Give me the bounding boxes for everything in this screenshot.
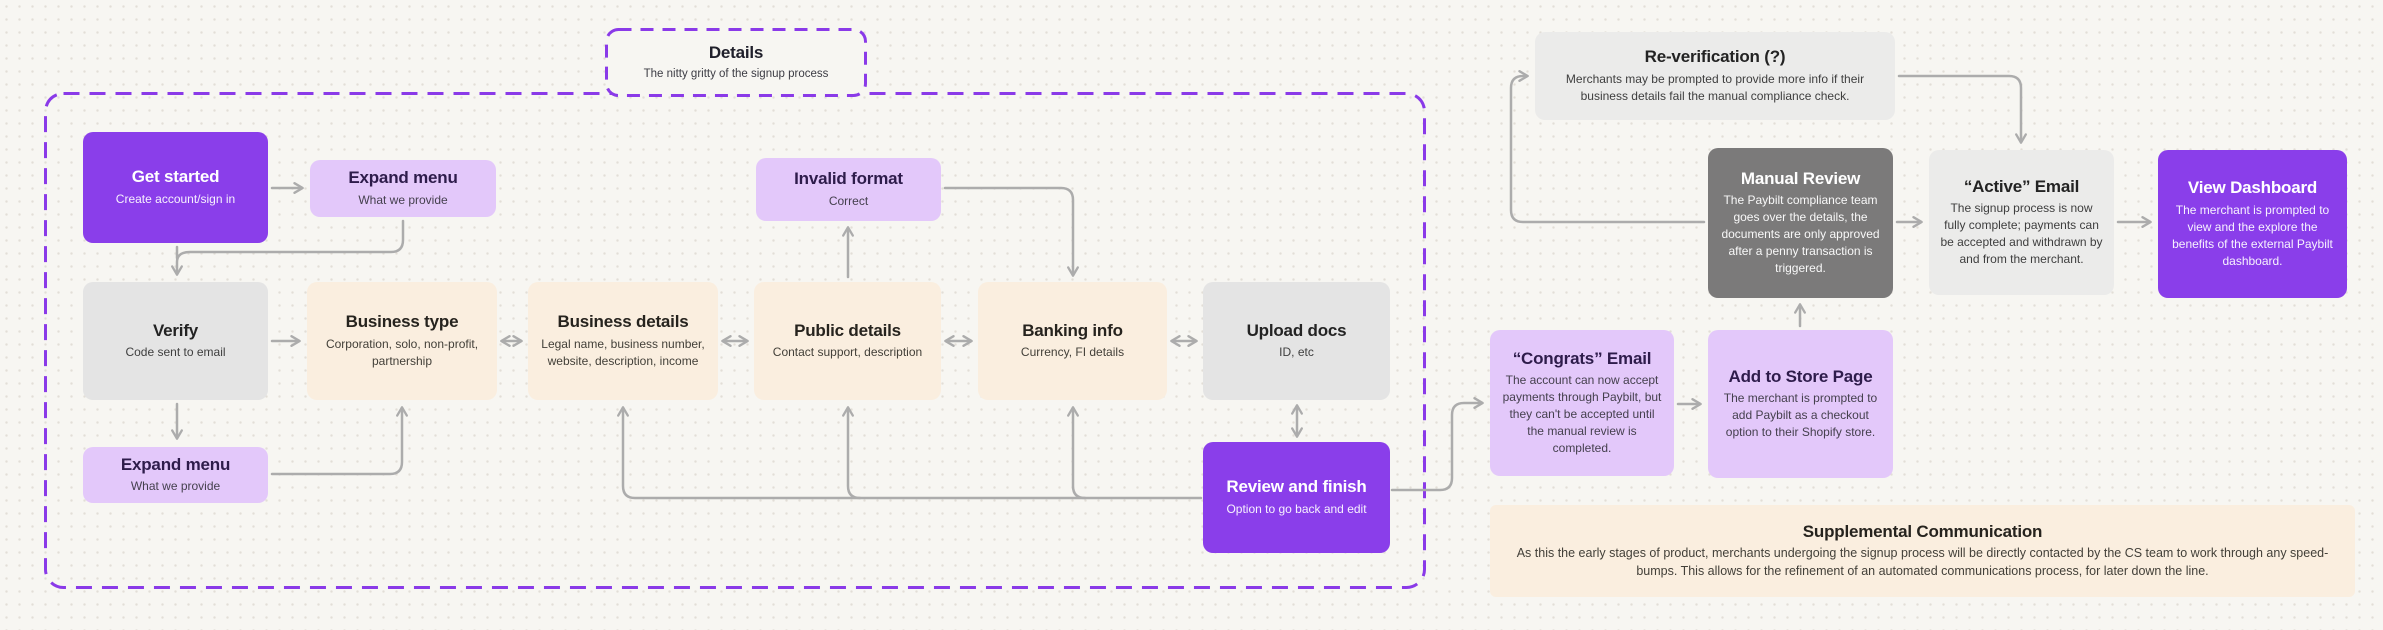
- node-subtitle: What we provide: [358, 192, 448, 207]
- details-group-label[interactable]: Details The nitty gritty of the signup p…: [605, 28, 867, 97]
- arrow-expand-menu-bottom-to-business-type: [270, 406, 408, 476]
- node-title: Invalid format: [794, 169, 903, 189]
- node-subtitle: Corporation, solo, non-profit, partnersh…: [325, 336, 479, 368]
- node-title: Verify: [152, 320, 199, 340]
- node-public-details[interactable]: Public details Contact support, descript…: [754, 282, 941, 400]
- arrow-review-goback-to-banking-info: [1067, 406, 1087, 500]
- node-title: Expand menu: [348, 168, 458, 188]
- arrow-review-goback-to-public-details: [842, 406, 862, 500]
- node-expand-menu-top[interactable]: Expand menu What we provide: [310, 160, 496, 217]
- node-subtitle: The account can now accept payments thro…: [1502, 373, 1662, 456]
- node-subtitle: Code sent to email: [125, 345, 226, 360]
- node-subtitle: Currency, FI details: [1020, 345, 1125, 360]
- details-dashed-frame: [605, 28, 867, 97]
- node-active-email[interactable]: “Active” Email The signup process is now…: [1929, 150, 2114, 295]
- node-title: Banking info: [1022, 320, 1123, 340]
- node-title: Add to Store Page: [1728, 366, 1873, 386]
- node-subtitle: Create account/sign in: [115, 191, 236, 206]
- node-title: Business type: [345, 312, 459, 332]
- node-upload-docs[interactable]: Upload docs ID, etc: [1203, 282, 1390, 400]
- arrow-review-finish-to-congrats-email: [1390, 397, 1484, 492]
- node-supplemental-communication[interactable]: Supplemental Communication As this the e…: [1490, 505, 2355, 597]
- node-congrats-email[interactable]: “Congrats” Email The account can now acc…: [1490, 330, 1674, 476]
- node-subtitle: Contact support, description: [772, 345, 923, 360]
- arrow-manual-review-to-reverification: [1509, 70, 1706, 224]
- node-title: Re-verification (?): [1644, 47, 1786, 67]
- details-subtitle: The nitty gritty of the signup process: [643, 67, 829, 80]
- node-review-and-finish[interactable]: Review and finish Option to go back and …: [1203, 442, 1390, 553]
- node-manual-review[interactable]: Manual Review The Paybilt compliance tea…: [1708, 148, 1893, 298]
- node-banking-info[interactable]: Banking info Currency, FI details: [978, 282, 1167, 400]
- node-subtitle: As this the early stages of product, mer…: [1516, 545, 2329, 578]
- arrow-review-goback-to-business-details: [617, 406, 1203, 500]
- arrow-invalid-format-to-banking-info: [943, 186, 1079, 277]
- node-title: View Dashboard: [2187, 178, 2318, 198]
- node-subtitle: Legal name, business number, website, de…: [541, 336, 705, 368]
- node-business-type[interactable]: Business type Corporation, solo, non-pro…: [307, 282, 497, 400]
- node-view-dashboard[interactable]: View Dashboard The merchant is prompted …: [2158, 150, 2347, 298]
- node-subtitle: ID, etc: [1279, 345, 1314, 360]
- node-title: Manual Review: [1740, 168, 1861, 188]
- node-subtitle: What we provide: [130, 479, 221, 494]
- node-get-started[interactable]: Get started Create account/sign in: [83, 132, 268, 243]
- node-title: Public details: [794, 320, 901, 340]
- node-expand-menu-bottom[interactable]: Expand menu What we provide: [83, 447, 268, 503]
- arrow-reverification-to-active-email: [1897, 74, 2027, 144]
- node-invalid-format[interactable]: Invalid format Correct: [756, 158, 941, 221]
- node-title: Supplemental Communication: [1802, 521, 2043, 541]
- node-title: “Congrats” Email: [1512, 348, 1652, 368]
- node-subtitle: Option to go back and edit: [1226, 501, 1367, 516]
- node-title: “Active” Email: [1963, 176, 2080, 196]
- node-subtitle: The Paybilt compliance team goes over th…: [1721, 193, 1880, 276]
- node-re-verification[interactable]: Re-verification (?) Merchants may be pro…: [1535, 32, 1895, 120]
- node-subtitle: The signup process is now fully complete…: [1940, 201, 2103, 267]
- node-subtitle: The merchant is prompted to add Paybilt …: [1723, 391, 1878, 440]
- node-verify[interactable]: Verify Code sent to email: [83, 282, 268, 400]
- node-subtitle: The merchant is prompted to view and the…: [2172, 202, 2333, 268]
- node-subtitle: Merchants may be prompted to provide mor…: [1565, 71, 1865, 103]
- node-subtitle: Correct: [828, 193, 869, 208]
- node-title: Review and finish: [1226, 477, 1367, 497]
- node-title: Expand menu: [120, 454, 231, 474]
- node-title: Business details: [557, 312, 689, 332]
- details-title: Details: [708, 43, 764, 63]
- signup-group-dashed-frame: [44, 92, 1426, 589]
- node-title: Get started: [131, 167, 220, 187]
- node-title: Upload docs: [1246, 320, 1347, 340]
- node-add-to-store-page[interactable]: Add to Store Page The merchant is prompt…: [1708, 330, 1893, 478]
- node-business-details[interactable]: Business details Legal name, business nu…: [528, 282, 718, 400]
